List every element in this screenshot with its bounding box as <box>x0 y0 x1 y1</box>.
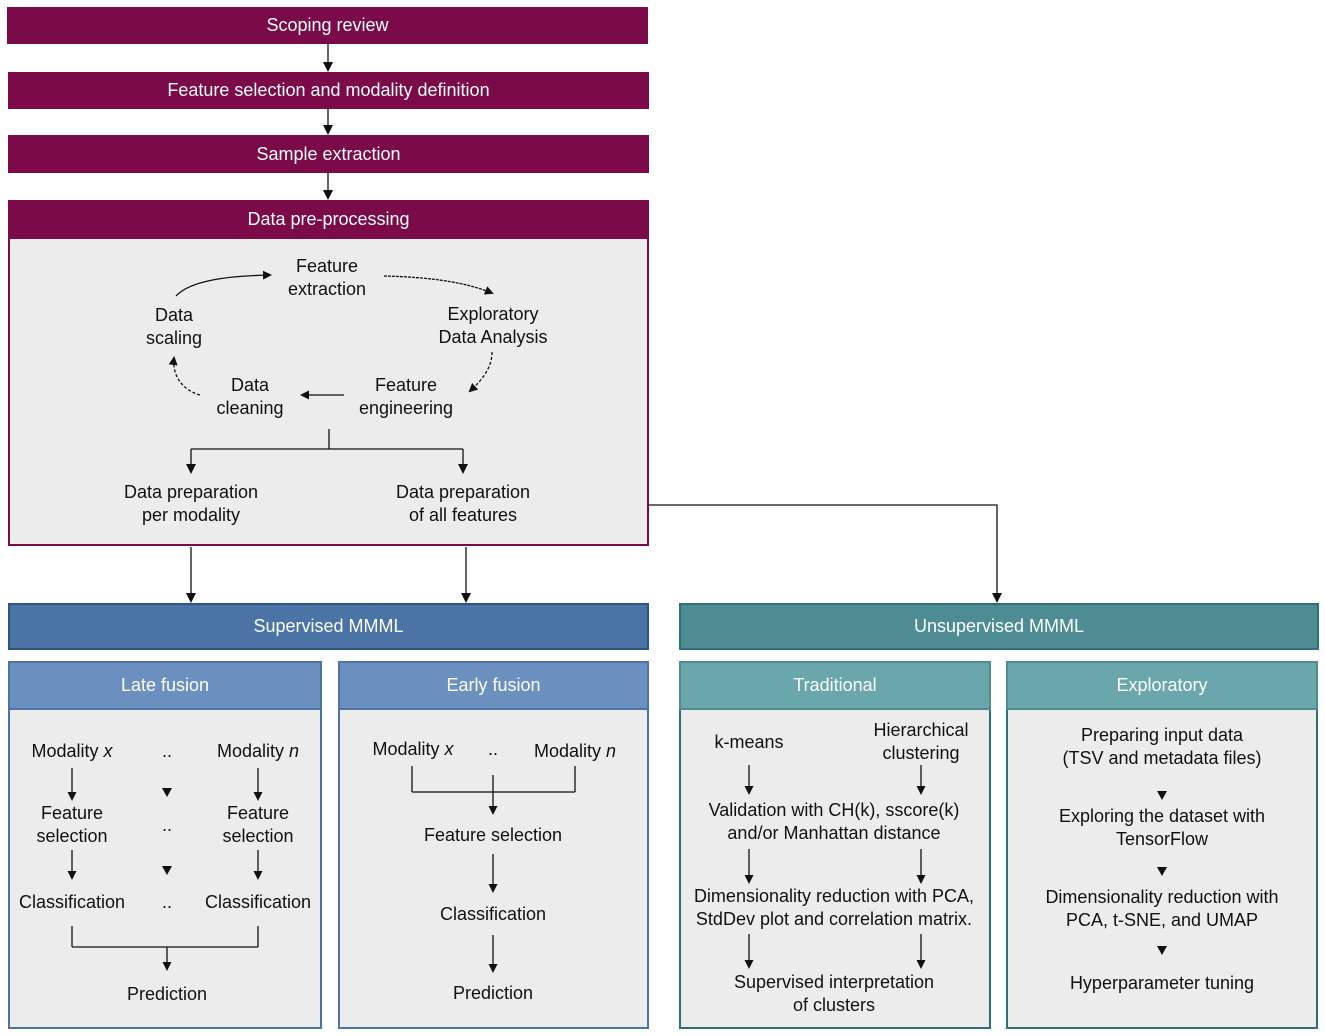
late-classification-n: Classification <box>204 892 312 912</box>
early-classification: Classification <box>439 904 547 924</box>
early-modality-n: Modality n <box>533 741 617 761</box>
unsupervised-header: Unsupervised MMML <box>679 603 1319 650</box>
early-fusion-panel <box>338 661 649 1029</box>
trad-dimred: Dimensionality reduction with PCA,StdDev… <box>693 886 975 929</box>
step-scoping-label: Scoping review <box>266 15 389 35</box>
step-sample-extraction: Sample extraction <box>8 135 649 173</box>
unsupervised-title: Unsupervised MMML <box>913 616 1085 636</box>
step-sample-extraction-label: Sample extraction <box>256 143 401 164</box>
step-feature-selection-label: Feature selection and modality definitio… <box>167 80 490 100</box>
early-prediction: Prediction <box>452 983 534 1003</box>
early-fusion-header: Early fusion <box>338 661 649 710</box>
early-fusion-title: Early fusion <box>446 675 541 695</box>
late-modality-n: Modality n <box>216 741 300 761</box>
supervised-title: Supervised MMML <box>253 616 404 636</box>
trad-validation: Validation with CH(k), sscore(k)and/or M… <box>708 800 960 843</box>
early-modality-x: Modality x <box>372 739 454 759</box>
early-feature-selection: Feature selection <box>423 825 563 845</box>
late-fusion-title: Late fusion <box>120 675 210 695</box>
late-modality-x: Modality x <box>31 741 113 761</box>
early-dots: .. <box>487 739 498 759</box>
traditional-panel <box>679 661 991 1029</box>
late-fusion-header: Late fusion <box>8 661 322 710</box>
preprocessing-title: Data pre-processing <box>247 209 410 229</box>
late-dots-2: .. <box>161 815 172 835</box>
late-prediction: Prediction <box>126 984 208 1004</box>
step-feature-selection-modality: Feature selection and modality definitio… <box>8 72 649 109</box>
expl-preparing: Preparing input data(TSV and metadata fi… <box>1062 725 1262 768</box>
traditional-header: Traditional <box>679 661 991 710</box>
preprocessing-panel <box>8 200 649 546</box>
step-scoping-review: Scoping review <box>7 7 648 44</box>
traditional-title: Traditional <box>793 675 877 695</box>
supervised-header: Supervised MMML <box>8 603 649 650</box>
preprocessing-header: Data pre-processing <box>8 200 649 239</box>
late-dots-3: .. <box>161 892 172 912</box>
exploratory-panel <box>1006 661 1318 1029</box>
exploratory-header: Exploratory <box>1006 661 1318 710</box>
late-classification-x: Classification <box>18 892 126 912</box>
late-dots-1: .. <box>161 741 172 761</box>
trad-kmeans: k-means <box>714 732 784 752</box>
exploratory-title: Exploratory <box>1116 675 1208 695</box>
arrow-to-unsupervised <box>649 504 1002 603</box>
expl-tuning: Hyperparameter tuning <box>1069 973 1255 993</box>
